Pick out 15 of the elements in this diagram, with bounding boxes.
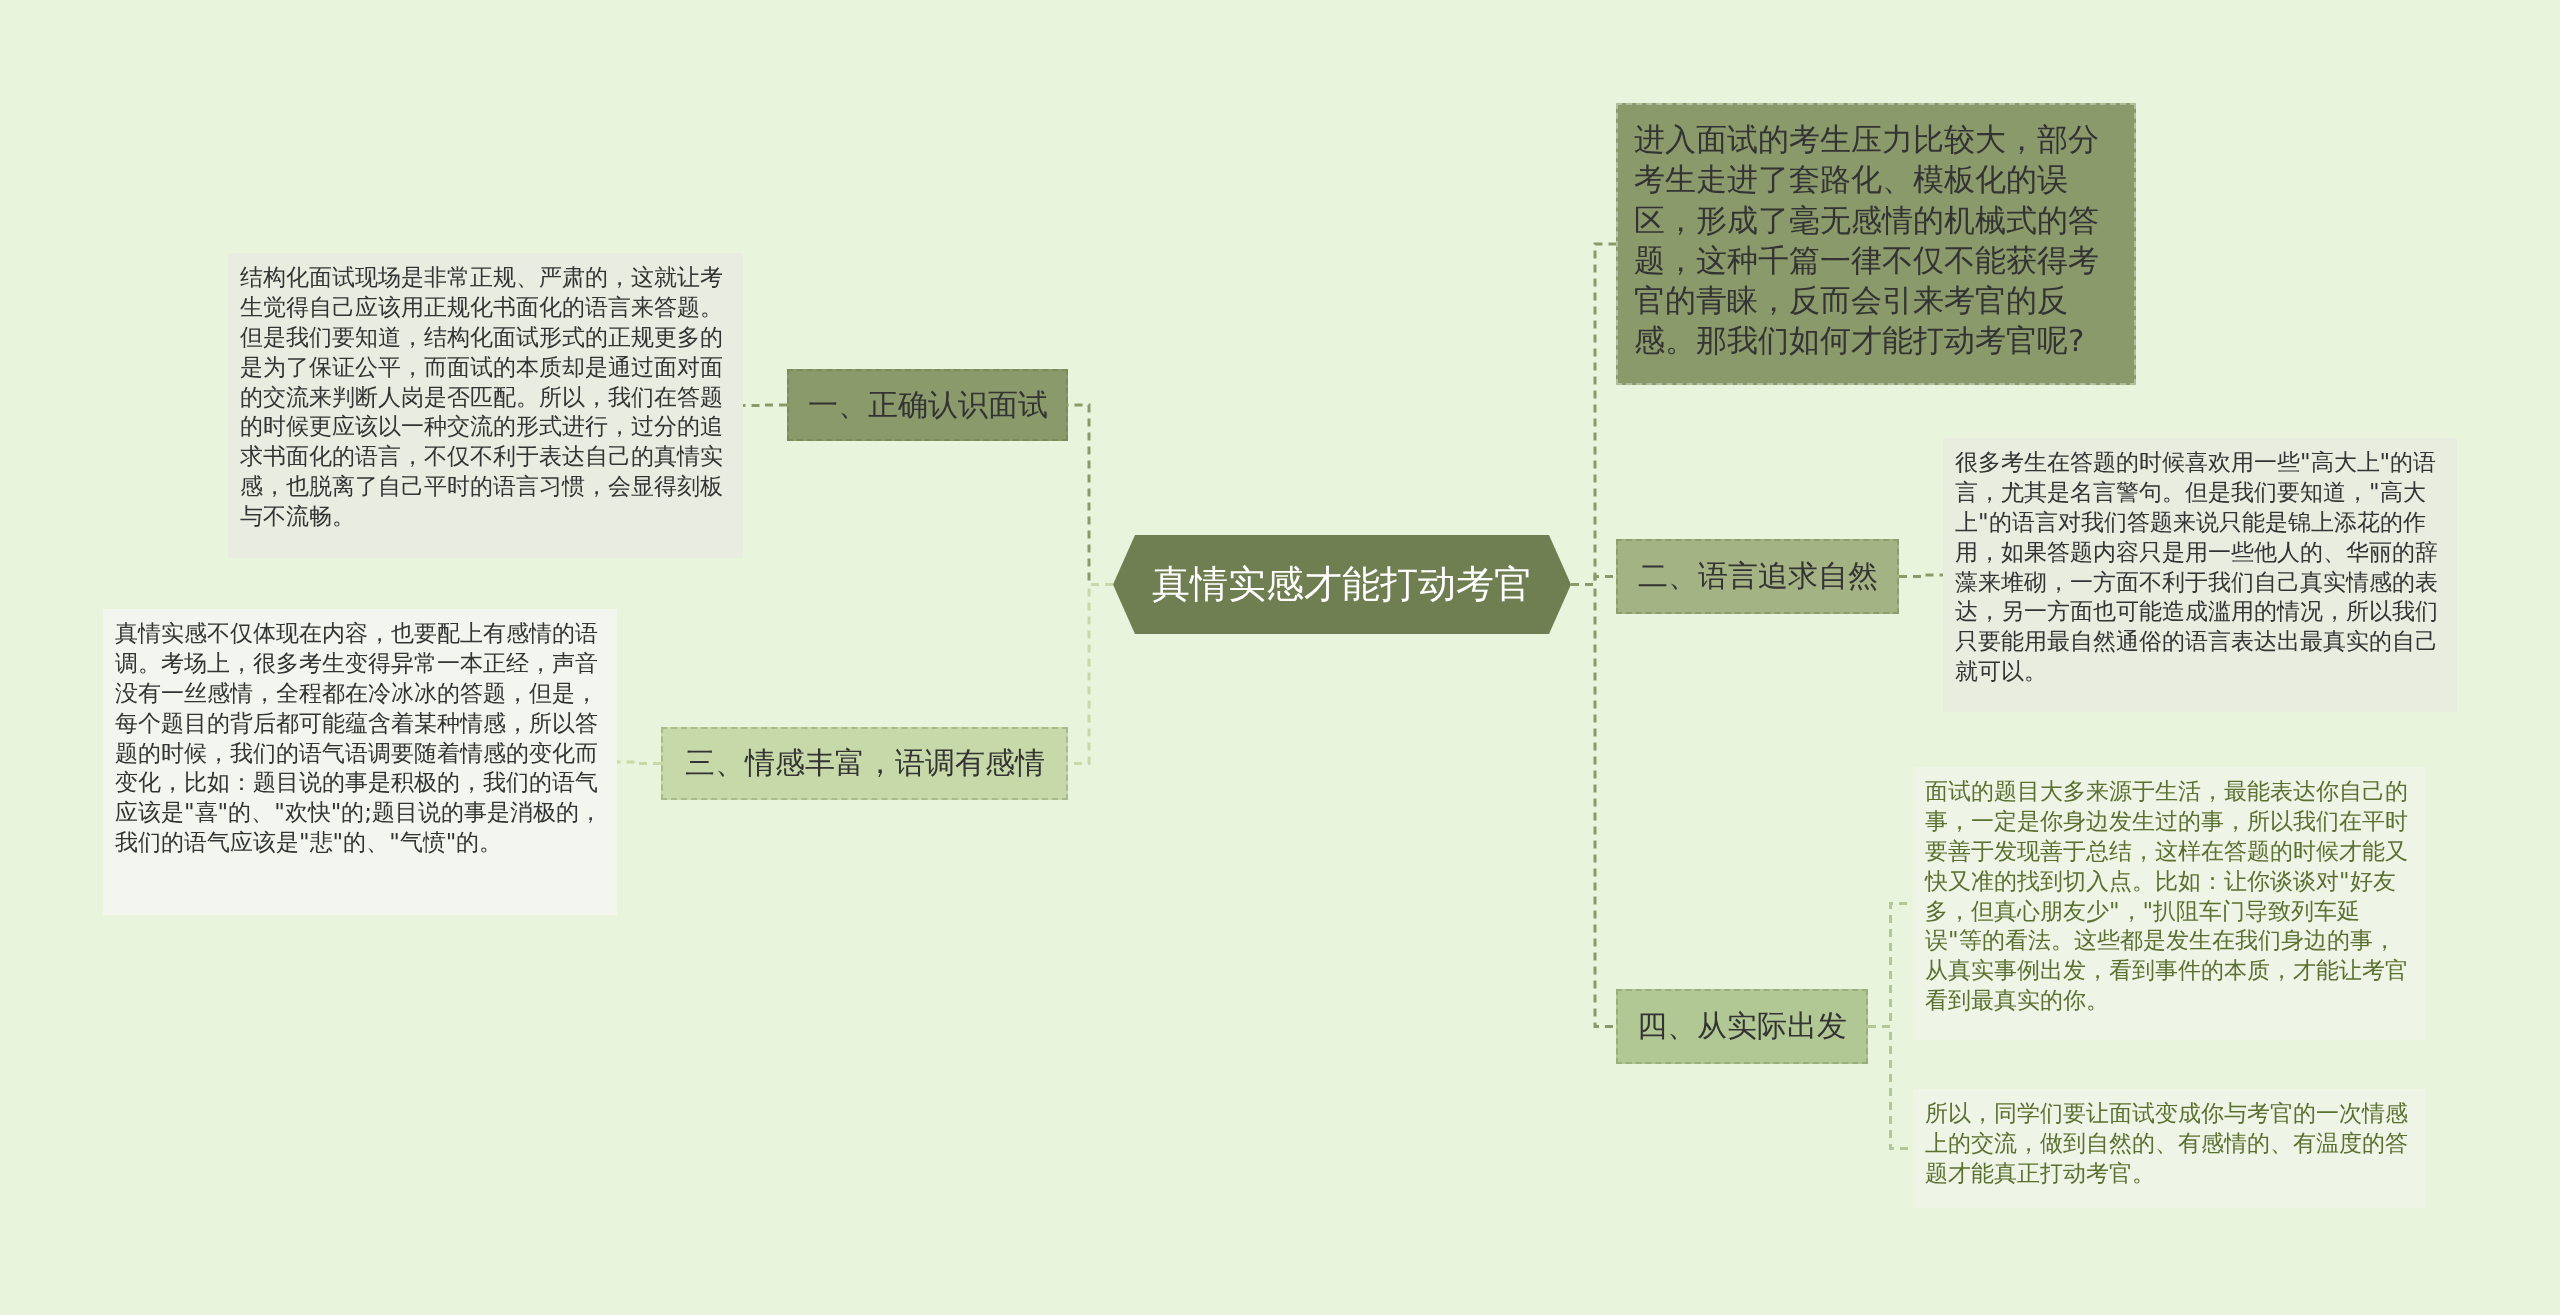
connector-line [1899, 573, 1943, 578]
note-text: 真情实感不仅体现在内容，也要配上有感情的语调。考场上，很多考生变得异常一本正经，声音没有一丝感情，全程都在冷冰冰的答题，但是，每个题目的背后都可能蕴含着某种情感，所以答题的时候，我们的语气语调要随着情感的变化而变化，比如：题目说的事是积极的，我们的语气应该是"喜"的、"欢快"的;题目说的事是消极的，我们的语气应该是"悲"的、"气愤"的。 [103, 609, 617, 915]
note-text: 结构化面试现场是非常正规、严肃的，这就让考生觉得自己应该用正规化书面化的语言来答题。但是我们要知道，结构化面试形式的正规更多的是为了保证公平，而面试的本质却是通过面对面的交流来判断人岗是否匹配。所以，我们在答题的时候更应该以一种交流的形式进行，过分的追求书面化的语言，不仅不利于表达自己的真情实感，也脱离了自己平时的语言习惯，会显得刻板与不流畅。 [228, 253, 743, 558]
connector-line [1571, 583, 1616, 1028]
connector-line [743, 403, 787, 407]
central-topic: 真情实感才能打动考官 [1113, 535, 1571, 634]
note-text: 面试的题目大多来源于生活，最能表达你自己的事，一定是你身边发生过的事，所以我们在平时要善于发现善于总结，这样在答题的时候才能又快又准的找到切入点。比如：让你谈谈对"好友多，但真心朋友少"，"扒阻车门导致列车延误"等的看法。这些都是发生在我们身边的事，从真实事例出发，看到事件的本质，才能让考官看到最真实的你。 [1913, 767, 2425, 1040]
branch-topic: 一、正确认识面试 [787, 369, 1068, 441]
branch-topic: 二、语言追求自然 [1616, 539, 1899, 614]
summary-text: 进入面试的考生压力比较大，部分考生走进了套路化、模板化的误区，形成了毫无感情的机械式的答题，这种千篇一律不仅不能获得考官的青睐，反而会引来考官的反感。那我们如何才能打动考官呢? [1616, 103, 2136, 385]
branch-topic: 四、从实际出发 [1616, 989, 1868, 1064]
note-text: 很多考生在答题的时候喜欢用一些"高大上"的语言，尤其是名言警句。但是我们要知道，"高大上"的语言对我们答题来说只能是锦上添花的作用，如果答题内容只是用一些他人的、华丽的辞藻来堆砌，一方面不利于我们自己真实情感的表达，另一方面也可能造成滥用的情况，所以我们只要能用最自然通俗的语言表达出最真实的自己就可以。 [1943, 438, 2457, 712]
note-text: 所以，同学们要让面试变成你与考官的一次情感上的交流，做到自然的、有感情的、有温度的答题才能真正打动考官。 [1913, 1089, 2425, 1208]
branch-topic: 三、情感丰富，语调有感情 [661, 727, 1068, 800]
connector-line [617, 760, 661, 765]
